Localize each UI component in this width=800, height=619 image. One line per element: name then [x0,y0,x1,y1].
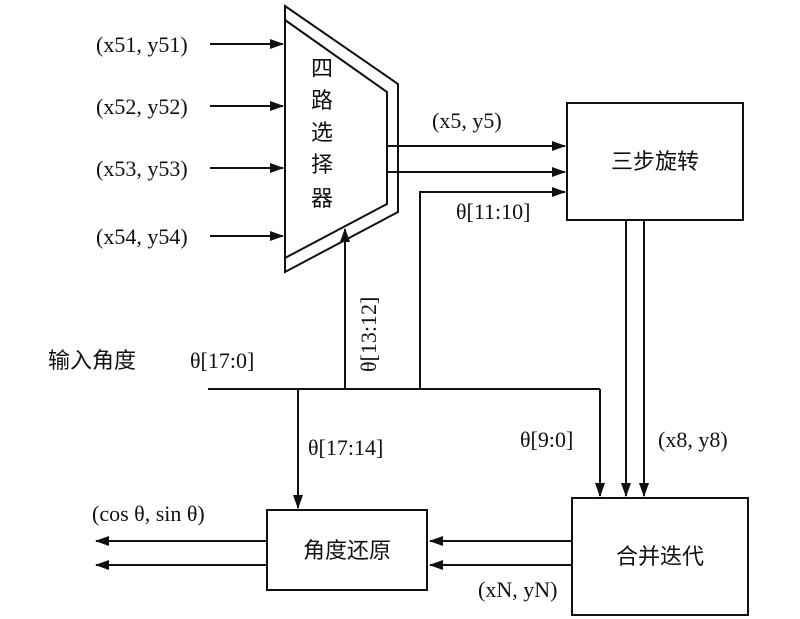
output-label: (cos θ, sin θ) [92,501,205,526]
restore-label: 角度还原 [303,539,391,564]
input-label-3: (x53, y53) [96,156,188,181]
input-label-4: (x54, y54) [96,224,188,249]
input-label-2: (x52, y52) [96,94,188,119]
mux-char-3: 选 [311,121,333,146]
label-theta-9-0: θ[9:0] [520,427,573,452]
mux-char-4: 择 [311,153,333,178]
mux-char-2: 路 [311,89,333,114]
label-theta-17-0: θ[17:0] [190,348,254,373]
restore-block [266,509,428,591]
merge-label: 合并迭代 [616,545,704,570]
label-theta-17-14: θ[17:14] [308,435,383,460]
mux-label: 四 路 选 择 器 [311,57,333,212]
mux-block [284,4,399,274]
input-arrows [210,39,284,241]
label-theta-11-10: θ[11:10] [456,199,531,224]
mux-char-5: 器 [311,187,333,212]
label-x8y8: (x8, y8) [658,427,728,452]
merge-block [571,497,749,616]
mux-char-1: 四 [311,57,333,82]
input-label-1: (x51, y51) [96,32,188,57]
label-theta-13-12: θ[13:12] [356,297,381,372]
rotate-block [566,102,744,221]
input-angle-label: 输入角度 [48,349,136,374]
label-xNyN: (xN, yN) [478,577,557,602]
rotate-label: 三步旋转 [611,150,699,175]
arrow-theta-11-10 [419,187,566,389]
label-x5y5: (x5, y5) [432,108,502,133]
